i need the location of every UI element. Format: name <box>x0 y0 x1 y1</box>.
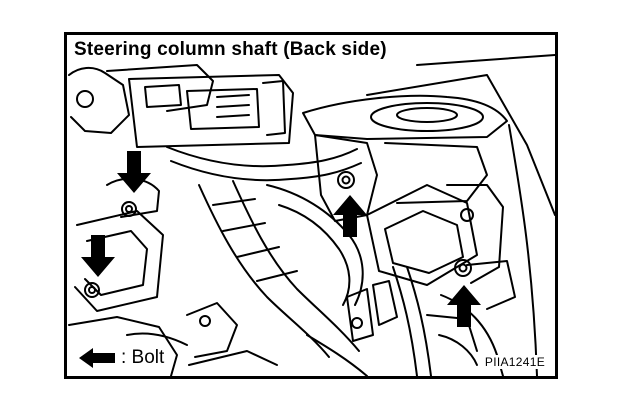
column-cover <box>302 94 508 140</box>
harness-main <box>198 184 330 358</box>
switch-body <box>366 184 478 286</box>
steering-column-illustration <box>68 54 555 376</box>
bolt-4-arrow-up <box>447 285 481 327</box>
legend-label: : Bolt <box>121 347 165 368</box>
bolt-2 <box>84 282 100 298</box>
bolt-1-arrow-down <box>117 151 151 193</box>
column-ring-inner <box>396 107 458 123</box>
bracket-top <box>106 64 214 112</box>
bracket-left <box>68 67 130 134</box>
bolt-1 <box>121 201 137 217</box>
left-arrow-icon <box>79 348 115 368</box>
bolt-3 <box>337 171 355 189</box>
connector-block <box>128 74 294 148</box>
column-ring-outer <box>370 102 484 132</box>
harness-upper <box>166 146 358 168</box>
column-shaft <box>392 266 418 376</box>
figure-code: PIIA1241E <box>482 355 547 369</box>
figure-title: Steering column shaft (Back side) <box>70 38 391 62</box>
bracket-right <box>446 184 504 284</box>
bolt-4 <box>454 259 472 277</box>
figure-frame: Steering column shaft (Back side) : Bolt… <box>64 32 558 379</box>
bolt-3-arrow-up <box>333 195 367 237</box>
pivot-left <box>76 90 94 108</box>
legend: : Bolt <box>73 346 169 370</box>
bolt-2-arrow-down <box>81 235 115 277</box>
lower-bracket <box>74 210 164 312</box>
